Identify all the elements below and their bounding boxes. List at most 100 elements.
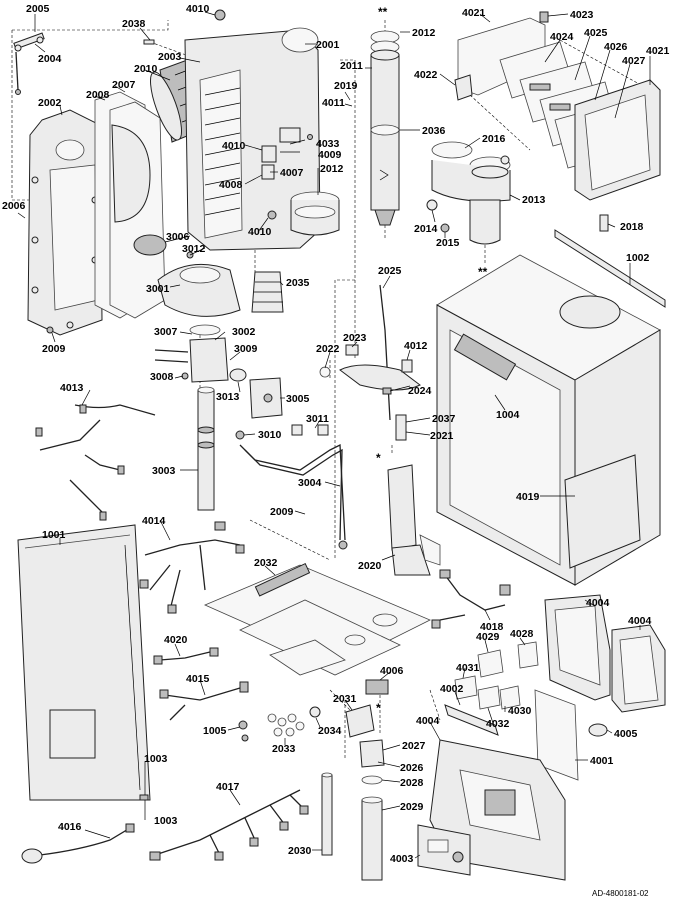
label-2021: 2021	[430, 430, 454, 442]
rear-panel-2002	[27, 109, 103, 336]
label-2005: 2005	[26, 3, 50, 15]
label-3006: 3006	[166, 231, 190, 243]
label-2014: 2014	[414, 223, 438, 235]
label-3013: 3013	[216, 391, 240, 403]
label-4015: 4015	[186, 673, 210, 685]
harness-4018	[431, 569, 511, 629]
label-3005: 3005	[286, 393, 310, 405]
gasket-2008	[94, 91, 166, 319]
label-4004-c: 4004	[416, 715, 440, 727]
harness-4017	[149, 789, 309, 861]
label-2012-top: 2012	[412, 27, 436, 39]
label-4020: 4020	[164, 634, 188, 646]
cable-clip-assembly	[13, 32, 155, 95]
sensors-group	[261, 127, 313, 220]
electronic-boards	[444, 641, 579, 781]
label-3010: 3010	[258, 429, 282, 441]
label-2030: 2030	[288, 845, 312, 857]
label-4017: 4017	[216, 781, 240, 793]
part-number-labels: 2005 2004 2038 4010 2003 2010 2007 2008 …	[2, 3, 670, 898]
label-2028: 2028	[400, 777, 424, 789]
knob-4005	[588, 723, 608, 737]
label-2022: 2022	[316, 343, 340, 355]
label-4022: 4022	[414, 69, 438, 81]
harness-4013	[35, 404, 156, 521]
bracket-2018	[599, 214, 609, 232]
heat-exchanger-2001	[184, 9, 321, 251]
label-3012: 3012	[182, 243, 206, 255]
label-1002: 1002	[626, 252, 650, 264]
label-3009: 3009	[234, 343, 258, 355]
label-4026: 4026	[604, 41, 628, 53]
mounting-rail-1002	[554, 229, 666, 308]
label-2004: 2004	[38, 53, 62, 65]
label-2001: 2001	[316, 39, 340, 51]
cover-4004-left	[544, 594, 611, 701]
front-panel-1001	[17, 524, 151, 801]
label-4004-a: 4004	[586, 597, 610, 609]
label-4029: 4029	[476, 631, 500, 643]
label-4032: 4032	[486, 718, 510, 730]
clips-3011-3010	[235, 424, 329, 440]
label-4027: 4027	[622, 55, 646, 67]
label-2031: 2031	[333, 693, 357, 705]
harness-4014	[139, 521, 245, 614]
label-1001: 1001	[42, 529, 66, 541]
leader-lines	[17, 11, 651, 859]
label-4007: 4007	[280, 167, 304, 179]
label-2029: 2029	[400, 801, 424, 813]
valve-3005	[249, 377, 283, 419]
label-4016: 4016	[58, 821, 82, 833]
label-3003: 3003	[152, 465, 176, 477]
label-2032: 2032	[254, 557, 278, 569]
label-4003: 4003	[390, 853, 414, 865]
label-4006: 4006	[380, 665, 404, 677]
label-4028: 4028	[510, 628, 534, 640]
label-1003-top: 1003	[144, 753, 168, 765]
label-2015: 2015	[436, 237, 460, 249]
label-2013: 2013	[522, 194, 546, 206]
label-4010-top: 4010	[186, 3, 210, 15]
label-2006: 2006	[2, 200, 26, 212]
label-2016: 2016	[482, 133, 506, 145]
exchanger-fins	[204, 87, 241, 216]
label-4023: 4023	[570, 9, 594, 21]
marker-double-star-mid: **	[478, 265, 488, 279]
label-4033: 4033	[316, 138, 340, 150]
label-4001: 4001	[590, 755, 614, 767]
label-4014: 4014	[142, 515, 166, 527]
label-4008: 4008	[219, 179, 243, 191]
label-4010-bottom: 4010	[248, 226, 272, 238]
flue-pipe-2011	[370, 30, 400, 226]
gas-pipe-3003	[197, 386, 215, 511]
label-2020: 2020	[358, 560, 382, 572]
water-pipe-3004	[239, 443, 348, 550]
label-1003-bottom: 1003	[154, 815, 178, 827]
label-4012: 4012	[404, 340, 428, 352]
label-4031: 4031	[456, 662, 480, 674]
label-4018: 4018	[480, 621, 504, 633]
label-2025: 2025	[378, 265, 402, 277]
bellows-2035	[251, 271, 284, 313]
label-1005: 1005	[203, 725, 227, 737]
label-4021-right: 4021	[646, 45, 670, 57]
harness-4016	[21, 823, 135, 864]
return-pipe-2025	[319, 284, 421, 421]
label-4021-top: 4021	[462, 7, 486, 19]
flue-adaptor-2013	[426, 141, 511, 245]
label-2011: 2011	[340, 60, 363, 72]
control-box-cover-4021	[454, 11, 549, 101]
label-2018: 2018	[620, 221, 644, 233]
label-2034: 2034	[318, 725, 342, 737]
label-4010-mid: 4010	[222, 140, 246, 152]
casing-frame-1004	[436, 254, 661, 586]
label-2012-mid: 2012	[320, 163, 344, 175]
label-3011: 3011	[306, 413, 329, 425]
label-1004: 1004	[496, 409, 520, 421]
label-3001: 3001	[146, 283, 170, 295]
label-2037: 2037	[432, 413, 456, 425]
label-4013: 4013	[60, 382, 84, 394]
label-2009-mid: 2009	[270, 506, 294, 518]
label-2033: 2033	[272, 743, 296, 755]
